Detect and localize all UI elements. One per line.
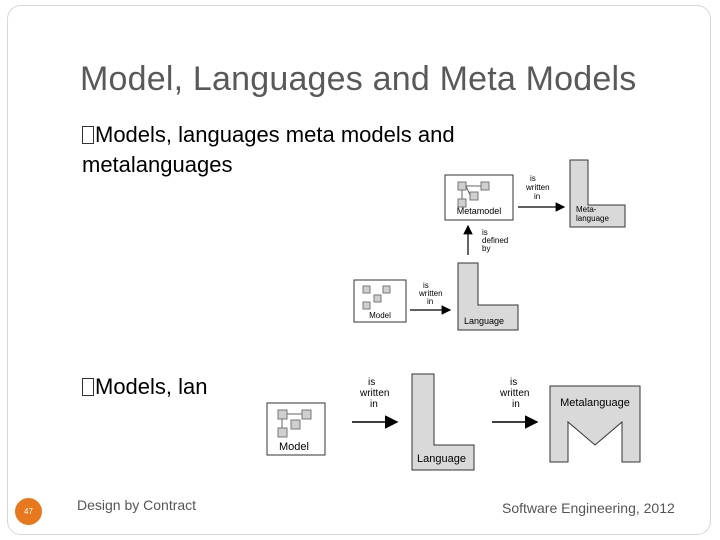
bullet-2: Models, lan (82, 372, 208, 402)
metamodel-label: Metamodel (457, 206, 502, 216)
arrow-label-is: is (423, 281, 429, 290)
language-label-bottom: Language (417, 453, 466, 465)
arrow-label-written: written (359, 388, 389, 399)
language-label: Language (464, 316, 504, 326)
footer-left: Design by Contract (77, 497, 197, 513)
bullet-2-text: Models, lan (95, 374, 208, 399)
metamodel-box: Metamodel (444, 174, 514, 221)
metalanguage-shape: Meta- language (569, 159, 626, 228)
model-label: Model (369, 311, 391, 320)
arrow-label-in: in (427, 297, 433, 306)
arrow-label-is: is (368, 377, 375, 388)
bullet-box-icon (82, 378, 94, 396)
arrow-label-written: written (525, 183, 550, 192)
bullet-1: Models, languages meta models and metala… (82, 120, 542, 180)
arrow-label-in: in (512, 399, 520, 410)
metalanguage-label-1: Meta- (576, 205, 597, 214)
arrow-label-is: is (510, 377, 517, 388)
arrow-label-is: is (482, 228, 488, 237)
arrow-label-in: in (370, 399, 378, 410)
language-shape-bottom: Language (411, 373, 475, 471)
slide-frame (7, 5, 711, 535)
footer-right: Software Engineering, 2012 (502, 500, 675, 516)
slide-title: Model, Languages and Meta Models (80, 60, 637, 98)
arrow-label-in: in (534, 192, 540, 201)
model-box-bottom: Model (266, 402, 326, 456)
arrow-label-by: by (482, 244, 490, 253)
bullet-box-icon (82, 126, 94, 144)
arrow-label-is: is (530, 174, 536, 183)
model-label-bottom: Model (279, 441, 309, 453)
arrow-label-written: written (418, 289, 443, 298)
metalanguage-label-2: language (576, 214, 609, 223)
bottom-diagram: Model is written in Language is written … (266, 373, 641, 471)
metalanguage-label-bottom: Metalanguage (560, 397, 630, 409)
slide-number: 47 (15, 498, 42, 525)
bullet-1-text: Models, languages meta models and metala… (82, 122, 455, 177)
arrow-label-defined: defined (482, 236, 508, 245)
model-box: Model (353, 279, 407, 323)
language-shape: Language (457, 262, 519, 331)
arrow-label-written: written (499, 388, 529, 399)
metalanguage-shape-bottom: Metalanguage (549, 385, 641, 463)
top-diagram: Metamodel Meta- language is written in i… (353, 159, 626, 331)
